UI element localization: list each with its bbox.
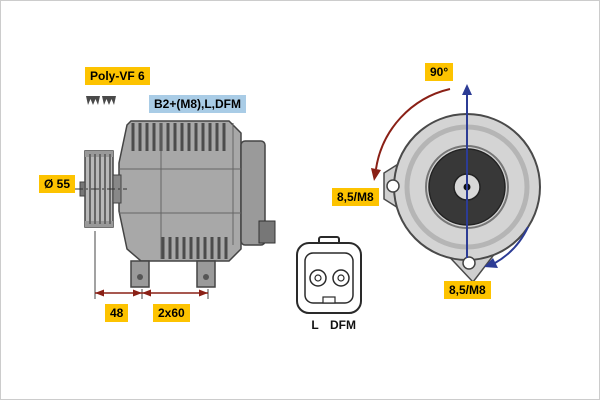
connector-pin-l (309, 269, 327, 287)
connector-view (296, 236, 362, 314)
rotation-angle-label: 90° (425, 63, 454, 81)
pulley-diameter-label: Ø 55 (39, 175, 76, 193)
dimension-lines (94, 231, 209, 299)
pulley-side (75, 150, 127, 228)
connector-pin-dfm-label: DFM (330, 318, 356, 332)
front-view (371, 84, 541, 284)
connector-outline (296, 242, 362, 314)
rear-housing (240, 140, 266, 246)
dimension-48-label: 48 (105, 304, 129, 322)
connector-pin-dfm (332, 269, 350, 287)
mount-hole-left (386, 179, 400, 193)
cooling-fins-bottom (161, 237, 228, 259)
alternator-body (118, 120, 276, 288)
mount-hole-bottom-label: 8,5/M8 (444, 281, 491, 299)
dimension-2x60-label: 2x60 (153, 304, 190, 322)
vertical-axis-arrow (462, 84, 472, 258)
rotation-arc-blue (484, 226, 529, 268)
side-view (75, 96, 276, 299)
rotation-arc-red (371, 88, 451, 181)
belt-type-label: Poly-VF 6 (85, 67, 150, 85)
connector-pin-l-label: L (311, 318, 319, 332)
belt-cross-section-icon (86, 96, 116, 105)
terminals-label: B2+(M8),L,DFM (149, 95, 246, 113)
mount-hole-bottom (462, 256, 476, 270)
terminal-block (258, 220, 276, 244)
mount-hole-left-label: 8,5/M8 (332, 188, 379, 206)
